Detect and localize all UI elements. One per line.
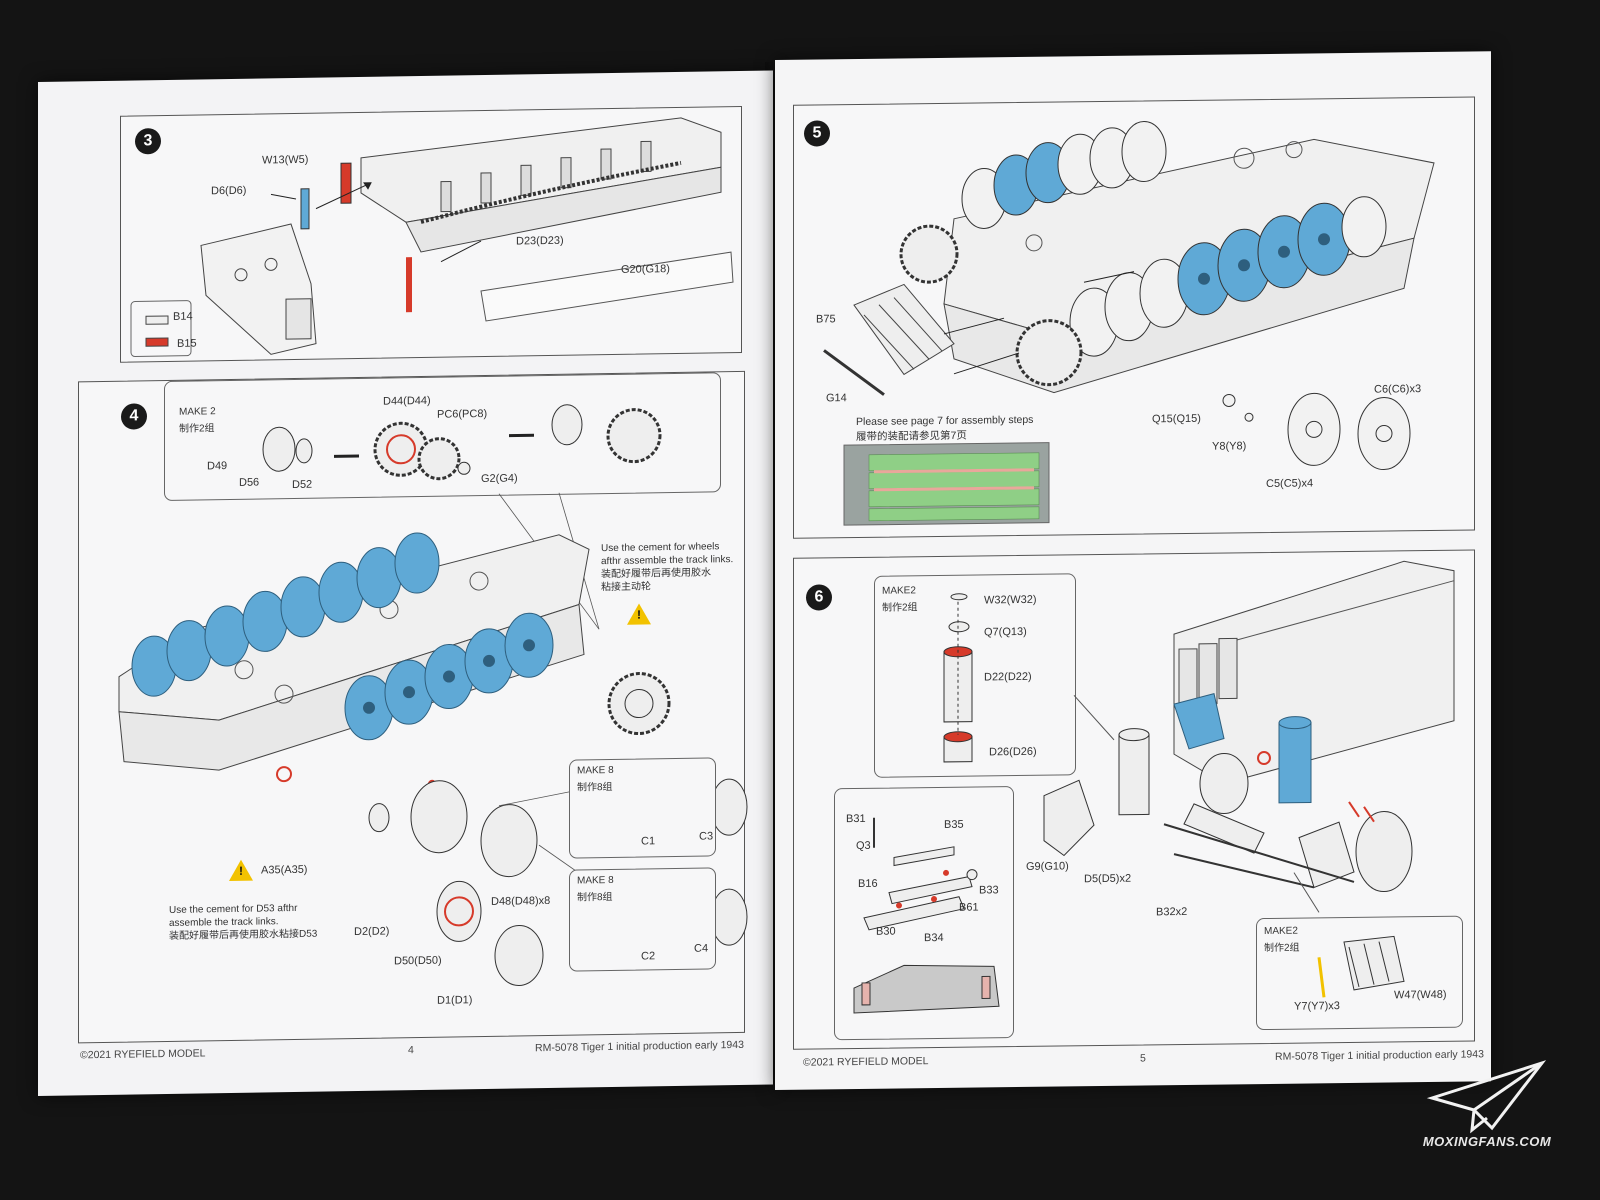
footer-copyright: ©2021 RYEFIELD MODEL bbox=[803, 1055, 929, 1069]
part-label: B75 bbox=[816, 313, 836, 326]
part-label: C2 bbox=[641, 950, 656, 963]
part-label: C3 bbox=[699, 830, 714, 843]
watermark-text: MOXINGFANS.COM bbox=[1422, 1134, 1552, 1149]
watermark: MOXINGFANS.COM bbox=[1412, 1058, 1562, 1158]
part-label: C1 bbox=[641, 835, 656, 848]
step-5-panel: 5 bbox=[793, 96, 1475, 539]
part-label: C6(C6)x3 bbox=[1374, 383, 1422, 396]
part-label: W47(W48) bbox=[1394, 988, 1447, 1002]
part-label: D49 bbox=[207, 460, 228, 473]
part-label: PC6(PC8) bbox=[437, 407, 488, 421]
part-label: D52 bbox=[292, 478, 313, 492]
part-label: D26(D26) bbox=[989, 745, 1037, 759]
warning-icon: ! bbox=[627, 603, 651, 625]
part-label: Q3 bbox=[856, 839, 871, 853]
part-label: B61 bbox=[959, 901, 979, 914]
part-label: D44(D44) bbox=[383, 394, 431, 408]
step-6-panel: 6 MAKE2 制作2组 MAKE2 制作2组 bbox=[793, 549, 1475, 1050]
part-label: B31 bbox=[846, 812, 866, 826]
part-label: Y7(Y7)x3 bbox=[1294, 1000, 1340, 1013]
right-page: 5 bbox=[775, 51, 1491, 1091]
part-label: D48(D48)x8 bbox=[491, 894, 551, 908]
part-label: B32x2 bbox=[1156, 905, 1188, 919]
part-label: C4 bbox=[694, 942, 709, 955]
part-label: G9(G10) bbox=[1026, 860, 1069, 873]
part-label: D1(D1) bbox=[437, 994, 473, 1007]
warning-icon: ! bbox=[229, 859, 253, 881]
part-label: D23(D23) bbox=[516, 234, 564, 248]
step-3-drawing bbox=[130, 117, 734, 357]
footer-product: RM-5078 Tiger 1 initial production early… bbox=[535, 1038, 744, 1055]
part-label: Q7(Q13) bbox=[984, 625, 1027, 639]
part-label: G14 bbox=[826, 392, 847, 405]
part-label: Q15(Q15) bbox=[1152, 412, 1201, 426]
cement-note-wheels: Use the cement for wheels afthr assemble… bbox=[601, 541, 734, 594]
step-5-drawing bbox=[823, 120, 1435, 526]
part-label: B34 bbox=[924, 931, 944, 945]
part-label: B30 bbox=[876, 925, 896, 938]
make-count: MAKE 8 bbox=[577, 764, 614, 777]
footer-page-number: 5 bbox=[1140, 1052, 1146, 1065]
part-label: D6(D6) bbox=[211, 184, 247, 198]
part-label: Y8(Y8) bbox=[1212, 440, 1247, 453]
step-3-panel: 3 bbox=[120, 105, 742, 363]
footer-page-number: 4 bbox=[408, 1044, 414, 1057]
roadwheels-back bbox=[131, 532, 440, 697]
make-count: MAKE 8 bbox=[577, 874, 614, 887]
part-label: W32(W32) bbox=[984, 593, 1037, 607]
part-label: G2(G4) bbox=[481, 472, 518, 486]
part-label: D50(D50) bbox=[394, 954, 442, 968]
part-label: D5(D5)x2 bbox=[1084, 872, 1132, 886]
part-label: B16 bbox=[858, 877, 878, 890]
paper-plane-icon bbox=[1426, 1060, 1547, 1134]
part-label: D22(D22) bbox=[984, 670, 1032, 684]
part-label: C5(C5)x4 bbox=[1266, 477, 1314, 491]
part-label: B15 bbox=[177, 337, 197, 350]
part-label: B14 bbox=[173, 310, 193, 323]
track-assembly-note: Please see page 7 for assembly steps 履带的… bbox=[856, 413, 1034, 444]
part-label: D56 bbox=[239, 476, 260, 489]
part-label: D2(D2) bbox=[354, 925, 390, 939]
part-label: G20(G18) bbox=[621, 263, 670, 276]
part-label: W13(W5) bbox=[262, 153, 309, 167]
track-links-photo bbox=[868, 452, 1040, 522]
part-label: B35 bbox=[944, 818, 964, 831]
part-label: A35(A35) bbox=[261, 863, 308, 877]
step-4-panel: 4 MAKE 2 制作2组 bbox=[78, 370, 748, 1044]
left-page: 3 bbox=[38, 70, 773, 1096]
make-count-cn: 制作8组 bbox=[577, 781, 613, 794]
step-6-drawing bbox=[853, 560, 1455, 1014]
make-count-cn: 制作8组 bbox=[577, 891, 613, 904]
part-label: B33 bbox=[979, 884, 999, 897]
cement-note-d53: Use the cement for D53 afthr assemble th… bbox=[169, 902, 318, 942]
footer-copyright: ©2021 RYEFIELD MODEL bbox=[80, 1047, 206, 1062]
